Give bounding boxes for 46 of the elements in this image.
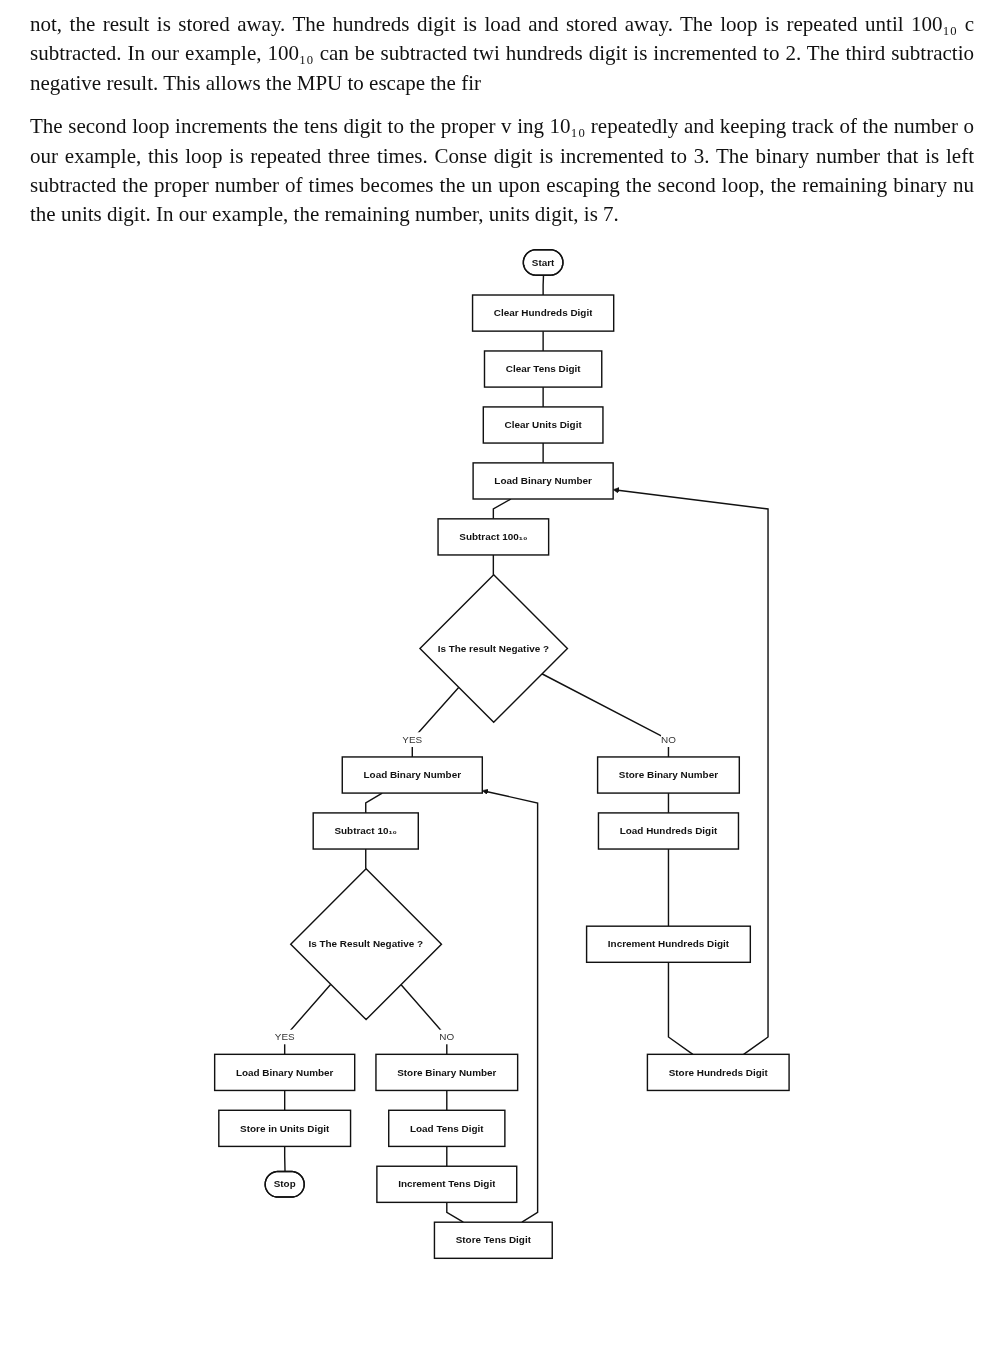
paragraph: not, the result is stored away. The hundreds digit is load and stored away. The loop is repeated until 100₁₀ c subtracted. In our example, 100₁₀ can be subtracted twi hundreds digit is incremented to 2. The third subtractio negative result. This allows the MPU to escape the fir [30,11,974,97]
node-box: Subtract 100₁₀ [437,517,550,556]
connector [400,983,448,1055]
connector [492,554,495,576]
node-diamond: Is The Result Negative ? [289,867,443,1021]
node-box: Store Binary Number [375,1053,519,1091]
connector [667,848,670,927]
node-box: Load Tens Digit [388,1109,506,1147]
connector [542,442,544,464]
node-diamond: Is The result Negative ? [419,573,569,723]
connector [542,330,544,352]
node-box: Load Binary Number [341,756,484,794]
node-box: Load Binary Number [472,461,614,500]
edge-label: YES [274,1030,295,1043]
edge-label: NO [661,733,677,745]
node-box: Increment Hundreds Digit [586,925,752,963]
edge-label: NO [439,1030,455,1043]
connector [365,848,367,870]
connector [365,792,384,814]
node-box: Clear Units Digit [482,405,604,444]
connector [411,686,460,758]
node-box: Subtract 10₁₀ [312,811,420,850]
paragraph: The second loop increments the tens digit to the proper v ing 10₁₀ repeatedly and keeping track of the number o our example, this loop is repeated three times. Conse digit is incremented to 3. The binary number that is left subtracted the proper number of times becomes the un upon escaping the second loop, the remaining binary nu the units digit. In our example, the remaining number, units digit, is 7. [30,113,974,229]
connector [446,1145,448,1167]
node-box: Clear Tens Digit [483,350,603,388]
node-box: Store in Units Digit [218,1109,352,1147]
arrow [482,788,539,1223]
connector [446,1089,448,1111]
connector [542,274,545,296]
arrow [613,487,769,1055]
connector [667,792,670,814]
connector [284,1145,286,1173]
connector [542,386,544,408]
connector [492,498,512,520]
node-box: Increment Tens Digit [376,1165,518,1203]
edge-label: YES [402,733,423,745]
connector [284,983,332,1055]
connector [667,961,694,1055]
node-box: Store Tens Digit [433,1221,554,1259]
connector [284,1089,286,1111]
node-box: Store Hundreds Digit [646,1053,790,1091]
node-box: Load Hundreds Digit [597,811,740,850]
node-box: Load Binary Number [214,1053,356,1091]
connector [541,672,670,758]
node-box: Store Binary Number [597,756,741,794]
node-box: Clear Hundreds Digit [472,294,615,332]
